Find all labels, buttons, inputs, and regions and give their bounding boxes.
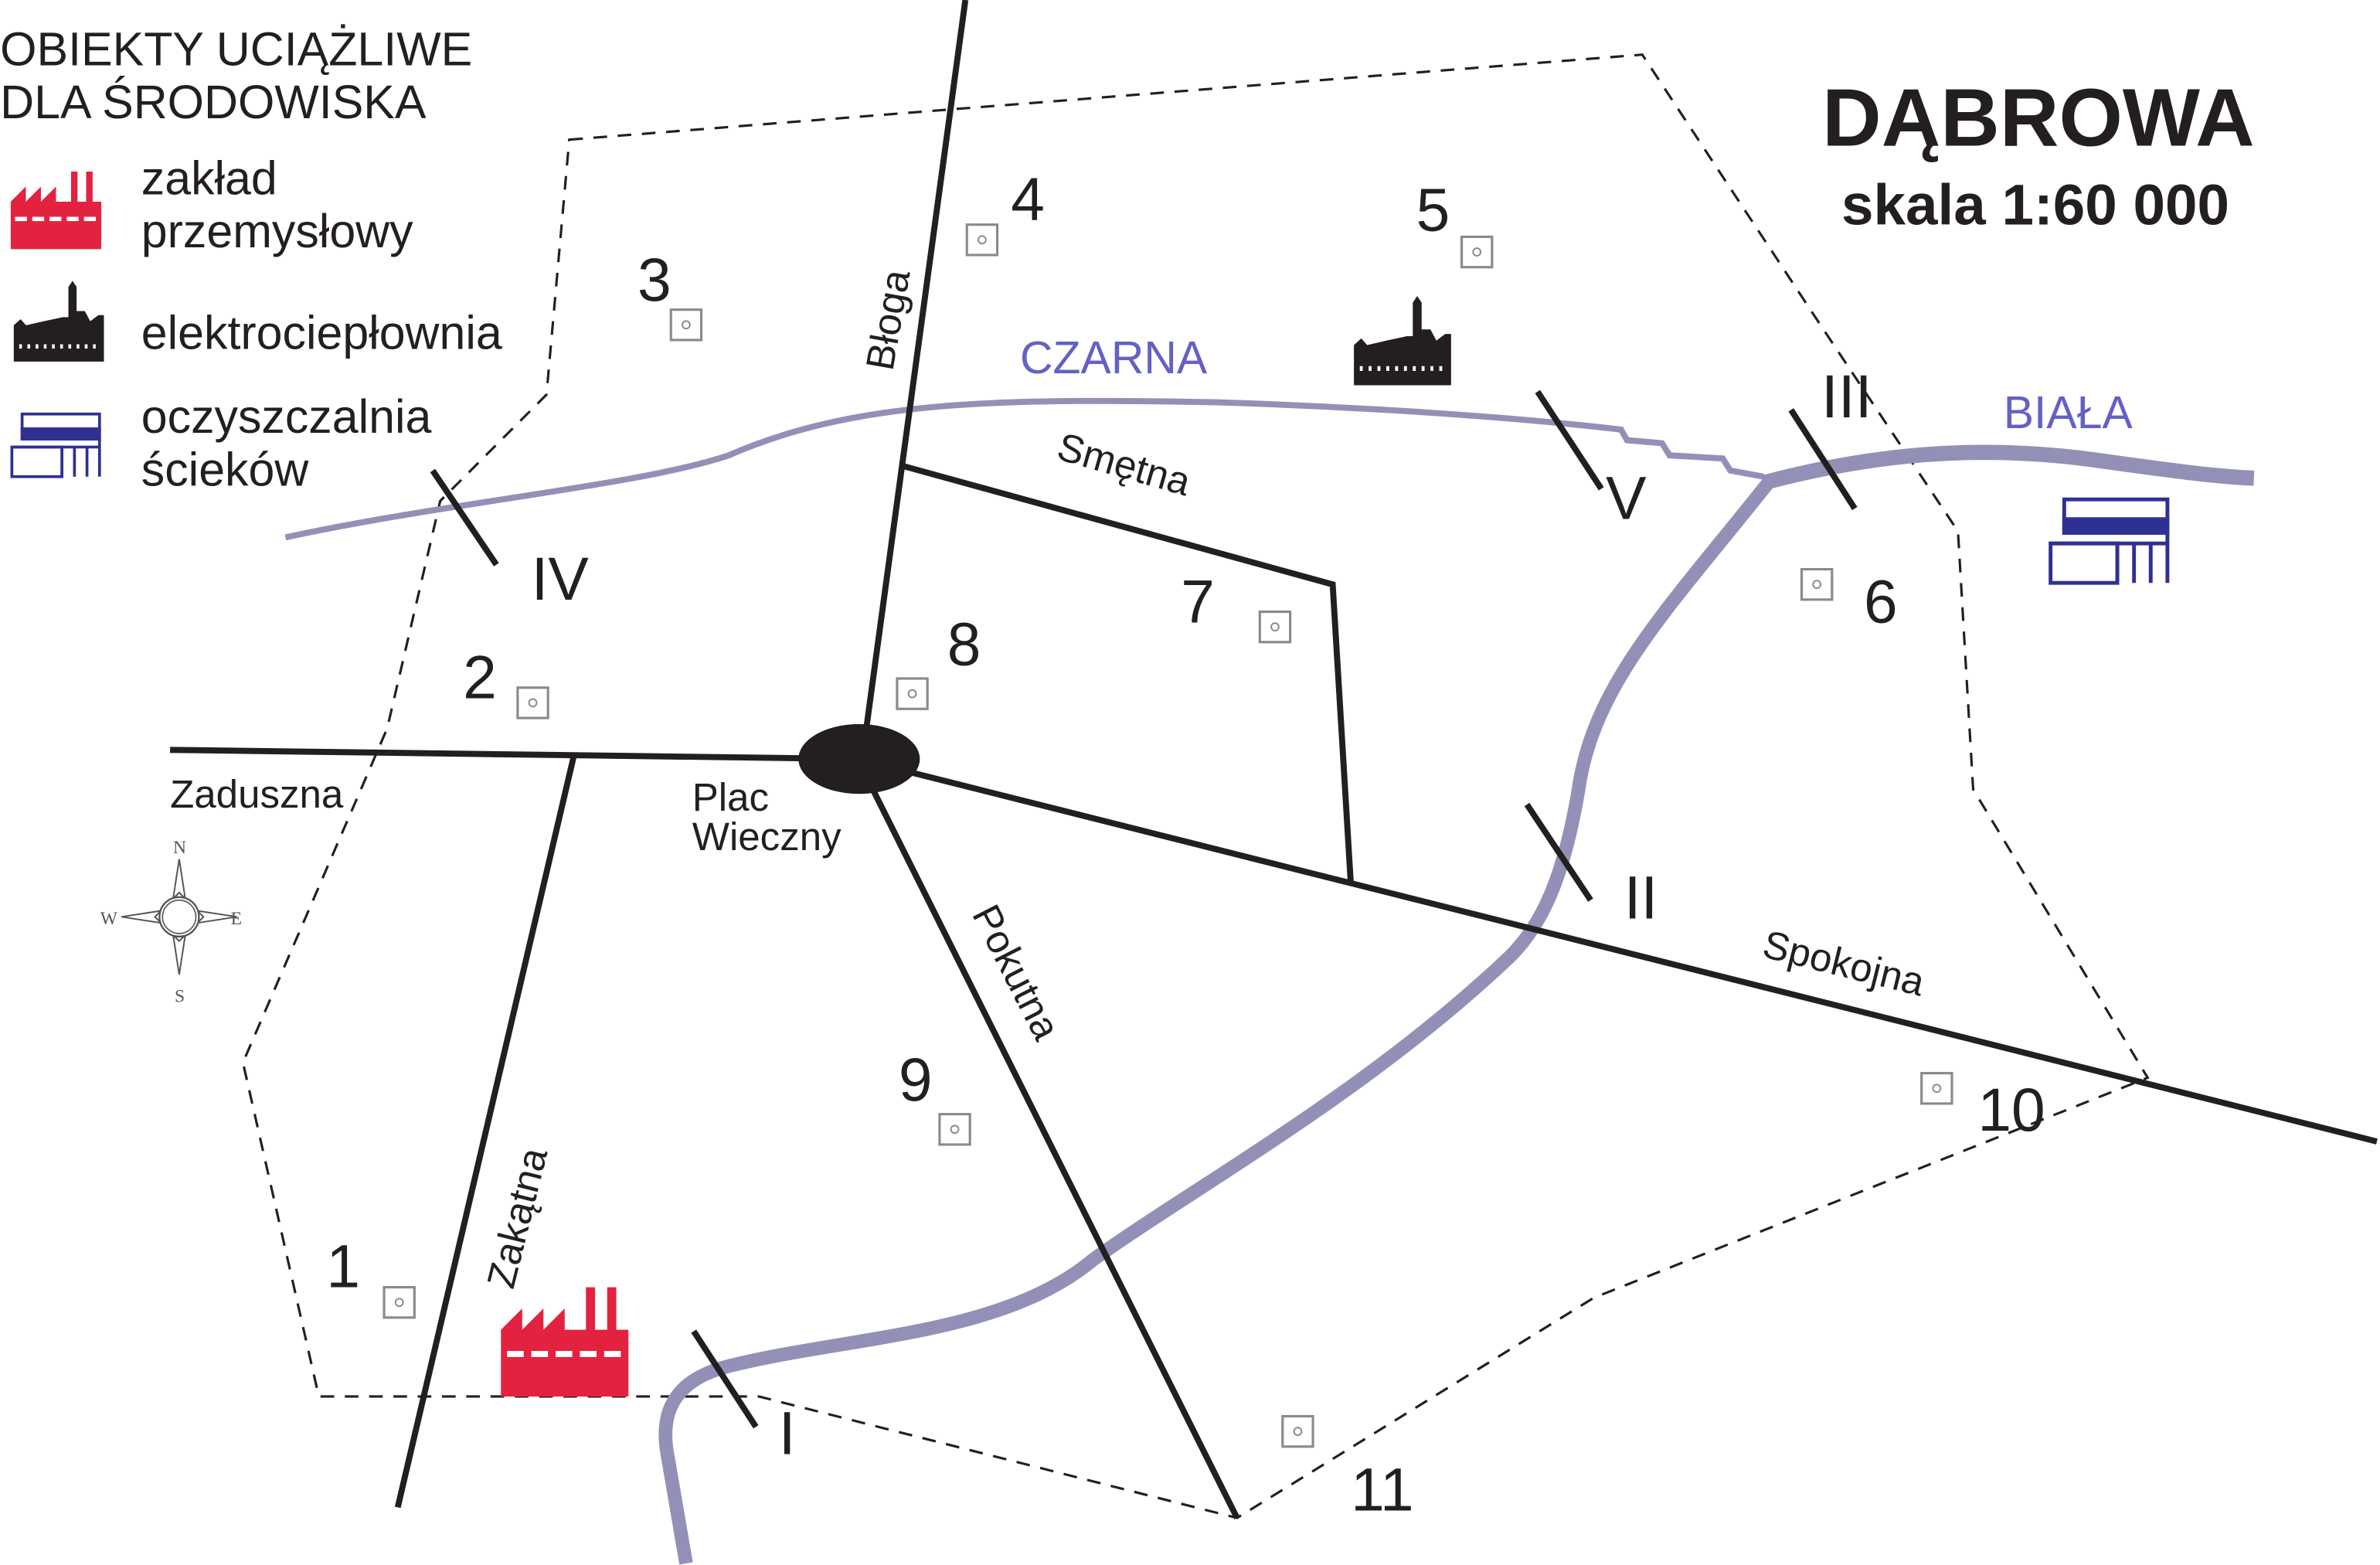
- street-label-bloga: Błoga: [858, 266, 919, 373]
- point-label: 10: [1977, 1076, 2045, 1144]
- street-label-plac: Wieczny: [692, 815, 842, 859]
- factory-icon: [501, 1287, 629, 1397]
- road-zakatna: [394, 755, 577, 1509]
- compass-e: E: [231, 909, 242, 929]
- point-marker: [516, 686, 549, 720]
- point-label: 11: [1351, 1455, 1414, 1523]
- section-bar-ii: [1524, 802, 1593, 902]
- street-label-zaduszna: Zaduszna: [170, 772, 344, 816]
- section-label: I: [779, 1400, 796, 1468]
- point-label: 1: [326, 1233, 360, 1301]
- point-marker: [1281, 1414, 1314, 1448]
- point-marker: [382, 1285, 416, 1319]
- point-marker: [1800, 567, 1834, 601]
- point-marker: [938, 1113, 971, 1146]
- legend-label: przemysłowy: [141, 205, 413, 257]
- power-plant-icon: [13, 281, 104, 362]
- point-label: 5: [1416, 176, 1450, 244]
- section-label: V: [1606, 464, 1647, 532]
- treatment-plant-icon: [10, 412, 101, 478]
- compass-w: W: [100, 909, 118, 929]
- legend-label: zakład: [141, 151, 277, 204]
- street-label-zakatna: Zakątna: [478, 1143, 556, 1292]
- district-boundary: [241, 53, 2150, 1519]
- road-zaduszna: [170, 747, 858, 762]
- map-title: DĄBROWA: [1822, 73, 2255, 164]
- point-label: 6: [1864, 567, 1898, 635]
- section-label: III: [1821, 362, 1872, 430]
- street-label-pokutna: Pokutna: [964, 898, 1069, 1047]
- river-czarna: [284, 397, 1765, 541]
- point-marker: [669, 308, 703, 342]
- point-label: 7: [1181, 567, 1215, 635]
- section-label: II: [1624, 863, 1658, 931]
- road-spokojna: [856, 756, 2378, 1145]
- point-label: 9: [899, 1046, 933, 1114]
- compass-rose-icon: N S W E: [100, 838, 242, 1006]
- street-label-plac: Plac: [692, 775, 769, 819]
- legend-heading: OBIEKTY UCIĄŻLIWE: [0, 22, 472, 75]
- legend-label: ścieków: [141, 444, 310, 496]
- street-label-smetna: Smętna: [1052, 424, 1195, 504]
- section-bar-i: [691, 1329, 759, 1429]
- road-bloga: [858, 0, 969, 760]
- river-label-biala: BIAŁA: [2004, 388, 2134, 438]
- section-bar-v: [1535, 390, 1604, 491]
- compass-n: N: [173, 838, 186, 858]
- legend-heading: DLA ŚRODOWISKA: [0, 76, 427, 128]
- point-label: 4: [1011, 165, 1045, 233]
- plac-wieczny-marker: [798, 723, 920, 794]
- road-pokutna: [855, 757, 1240, 1519]
- map-scale: skala 1:60 000: [1841, 172, 2229, 237]
- point-marker: [1920, 1072, 1953, 1105]
- legend-label: oczyszczalnia: [141, 390, 432, 443]
- river-label-czarna: CZARNA: [1020, 333, 1208, 383]
- point-marker: [896, 677, 929, 710]
- section-label: IV: [532, 545, 590, 613]
- section-bar-iv: [430, 468, 499, 566]
- road-smetna: [902, 463, 1355, 886]
- point-label: 2: [463, 643, 497, 711]
- power-plant-icon: [1354, 296, 1451, 386]
- river-main: [658, 478, 1774, 1565]
- point-marker: [1258, 610, 1292, 644]
- section-bar-iii: [1788, 408, 1858, 511]
- point-marker: [965, 223, 999, 257]
- river-biala: [1761, 444, 2255, 491]
- treatment-plant-icon: [2051, 499, 2168, 583]
- factory-icon: [10, 171, 102, 250]
- legend-label: elektrociepłownia: [141, 307, 502, 359]
- compass-s: S: [175, 986, 185, 1006]
- legend: OBIEKTY UCIĄŻLIWE DLA ŚRODOWISKA zakład …: [0, 22, 502, 495]
- point-marker: [1460, 235, 1494, 269]
- point-label: 3: [638, 246, 672, 314]
- point-label: 8: [947, 610, 981, 678]
